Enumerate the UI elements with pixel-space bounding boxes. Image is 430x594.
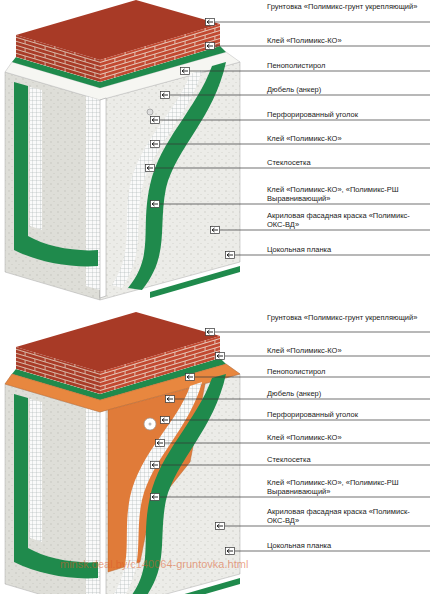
part-label: Акриловая фасадная краска «Полимикс-ОКС-… [267, 211, 427, 229]
arrow-marker [166, 396, 175, 403]
leader-line [170, 95, 430, 96]
part-label: Дюбель (анкер) [267, 85, 427, 94]
wall-layers [5, 0, 240, 300]
arrow-marker [151, 201, 160, 208]
leader-line [160, 120, 430, 121]
leader-line [215, 332, 430, 333]
leader-line [170, 420, 430, 421]
part-label: Акриловая фасадная краска «Полимиск-ОКС-… [267, 507, 427, 525]
arrow-marker [181, 68, 190, 75]
leader-line [160, 497, 430, 498]
leader-line [160, 465, 430, 466]
wall-cutaway-bottom [5, 312, 240, 594]
part-label: Клей «Полимикс-КО», «Полимикс-РШ Выравни… [267, 185, 427, 203]
arrow-marker [186, 374, 195, 381]
part-label: Перфорированный уголок [267, 110, 427, 119]
arrow-marker [151, 494, 160, 501]
part-label: Клей «Полимикс-КО» [267, 134, 427, 143]
part-label: Грунтовка «Полимикс-грунт укрепляющий» [267, 313, 427, 322]
arrow-marker [211, 227, 220, 234]
part-label: Клей «Полимикс-КО» [267, 433, 427, 442]
arrow-marker [151, 141, 160, 148]
part-label: Стеклосетка [267, 158, 427, 167]
part-label: Клей «Полимикс-КО» [267, 36, 427, 45]
arrow-marker [226, 548, 235, 555]
arrow-marker [216, 353, 225, 360]
leader-lines [155, 22, 430, 551]
arrow-markers [146, 19, 235, 555]
leader-line [220, 230, 430, 231]
leader-line [190, 71, 430, 72]
part-label: Клей «Полимикс-КО», «Полимикс-РШ Выравни… [267, 478, 427, 496]
arrow-marker [161, 92, 170, 99]
part-label: Грунтовка «Полимикс-грунт укрепляющий» [267, 2, 427, 11]
leader-line [225, 356, 430, 357]
leader-line [175, 399, 430, 400]
leader-line [155, 168, 430, 169]
leader-line [235, 551, 430, 552]
leader-line [165, 443, 430, 444]
arrow-marker [151, 462, 160, 469]
part-label: Клей «Полимикс-КО» [267, 346, 427, 355]
arrow-marker [146, 165, 155, 172]
dowel [144, 418, 156, 430]
dowel-head [149, 423, 152, 426]
part-label: Цокольная планка [267, 541, 427, 550]
arrow-marker [156, 440, 165, 447]
watermark: minsk.deal.by/c140064-gruntovka.html [60, 558, 248, 571]
leader-line [225, 526, 430, 527]
arrow-marker [206, 19, 215, 26]
arrow-marker [226, 252, 235, 259]
arrow-marker [206, 329, 215, 336]
wall-cutaway-top [5, 0, 240, 300]
arrow-marker [161, 417, 170, 424]
leader-line [160, 204, 430, 205]
wall-layers [5, 312, 240, 594]
leader-line [215, 22, 430, 23]
arrow-marker [216, 523, 225, 530]
part-label: Пенополистирол [267, 367, 427, 376]
mesh-swoosh [112, 62, 226, 290]
dowel [147, 109, 153, 115]
part-label: Стеклосетка [267, 455, 427, 464]
part-label: Дюбель (анкер) [267, 389, 427, 398]
leader-line [235, 255, 430, 256]
part-label: Цокольная планка [267, 245, 427, 254]
leader-line [160, 144, 430, 145]
leader-line [215, 46, 430, 47]
arrow-marker [151, 117, 160, 124]
leader-line [195, 377, 430, 378]
arrow-marker [206, 43, 215, 50]
part-label: Перфорированный уголок [267, 410, 427, 419]
part-label: Пенополистирол [267, 61, 427, 70]
